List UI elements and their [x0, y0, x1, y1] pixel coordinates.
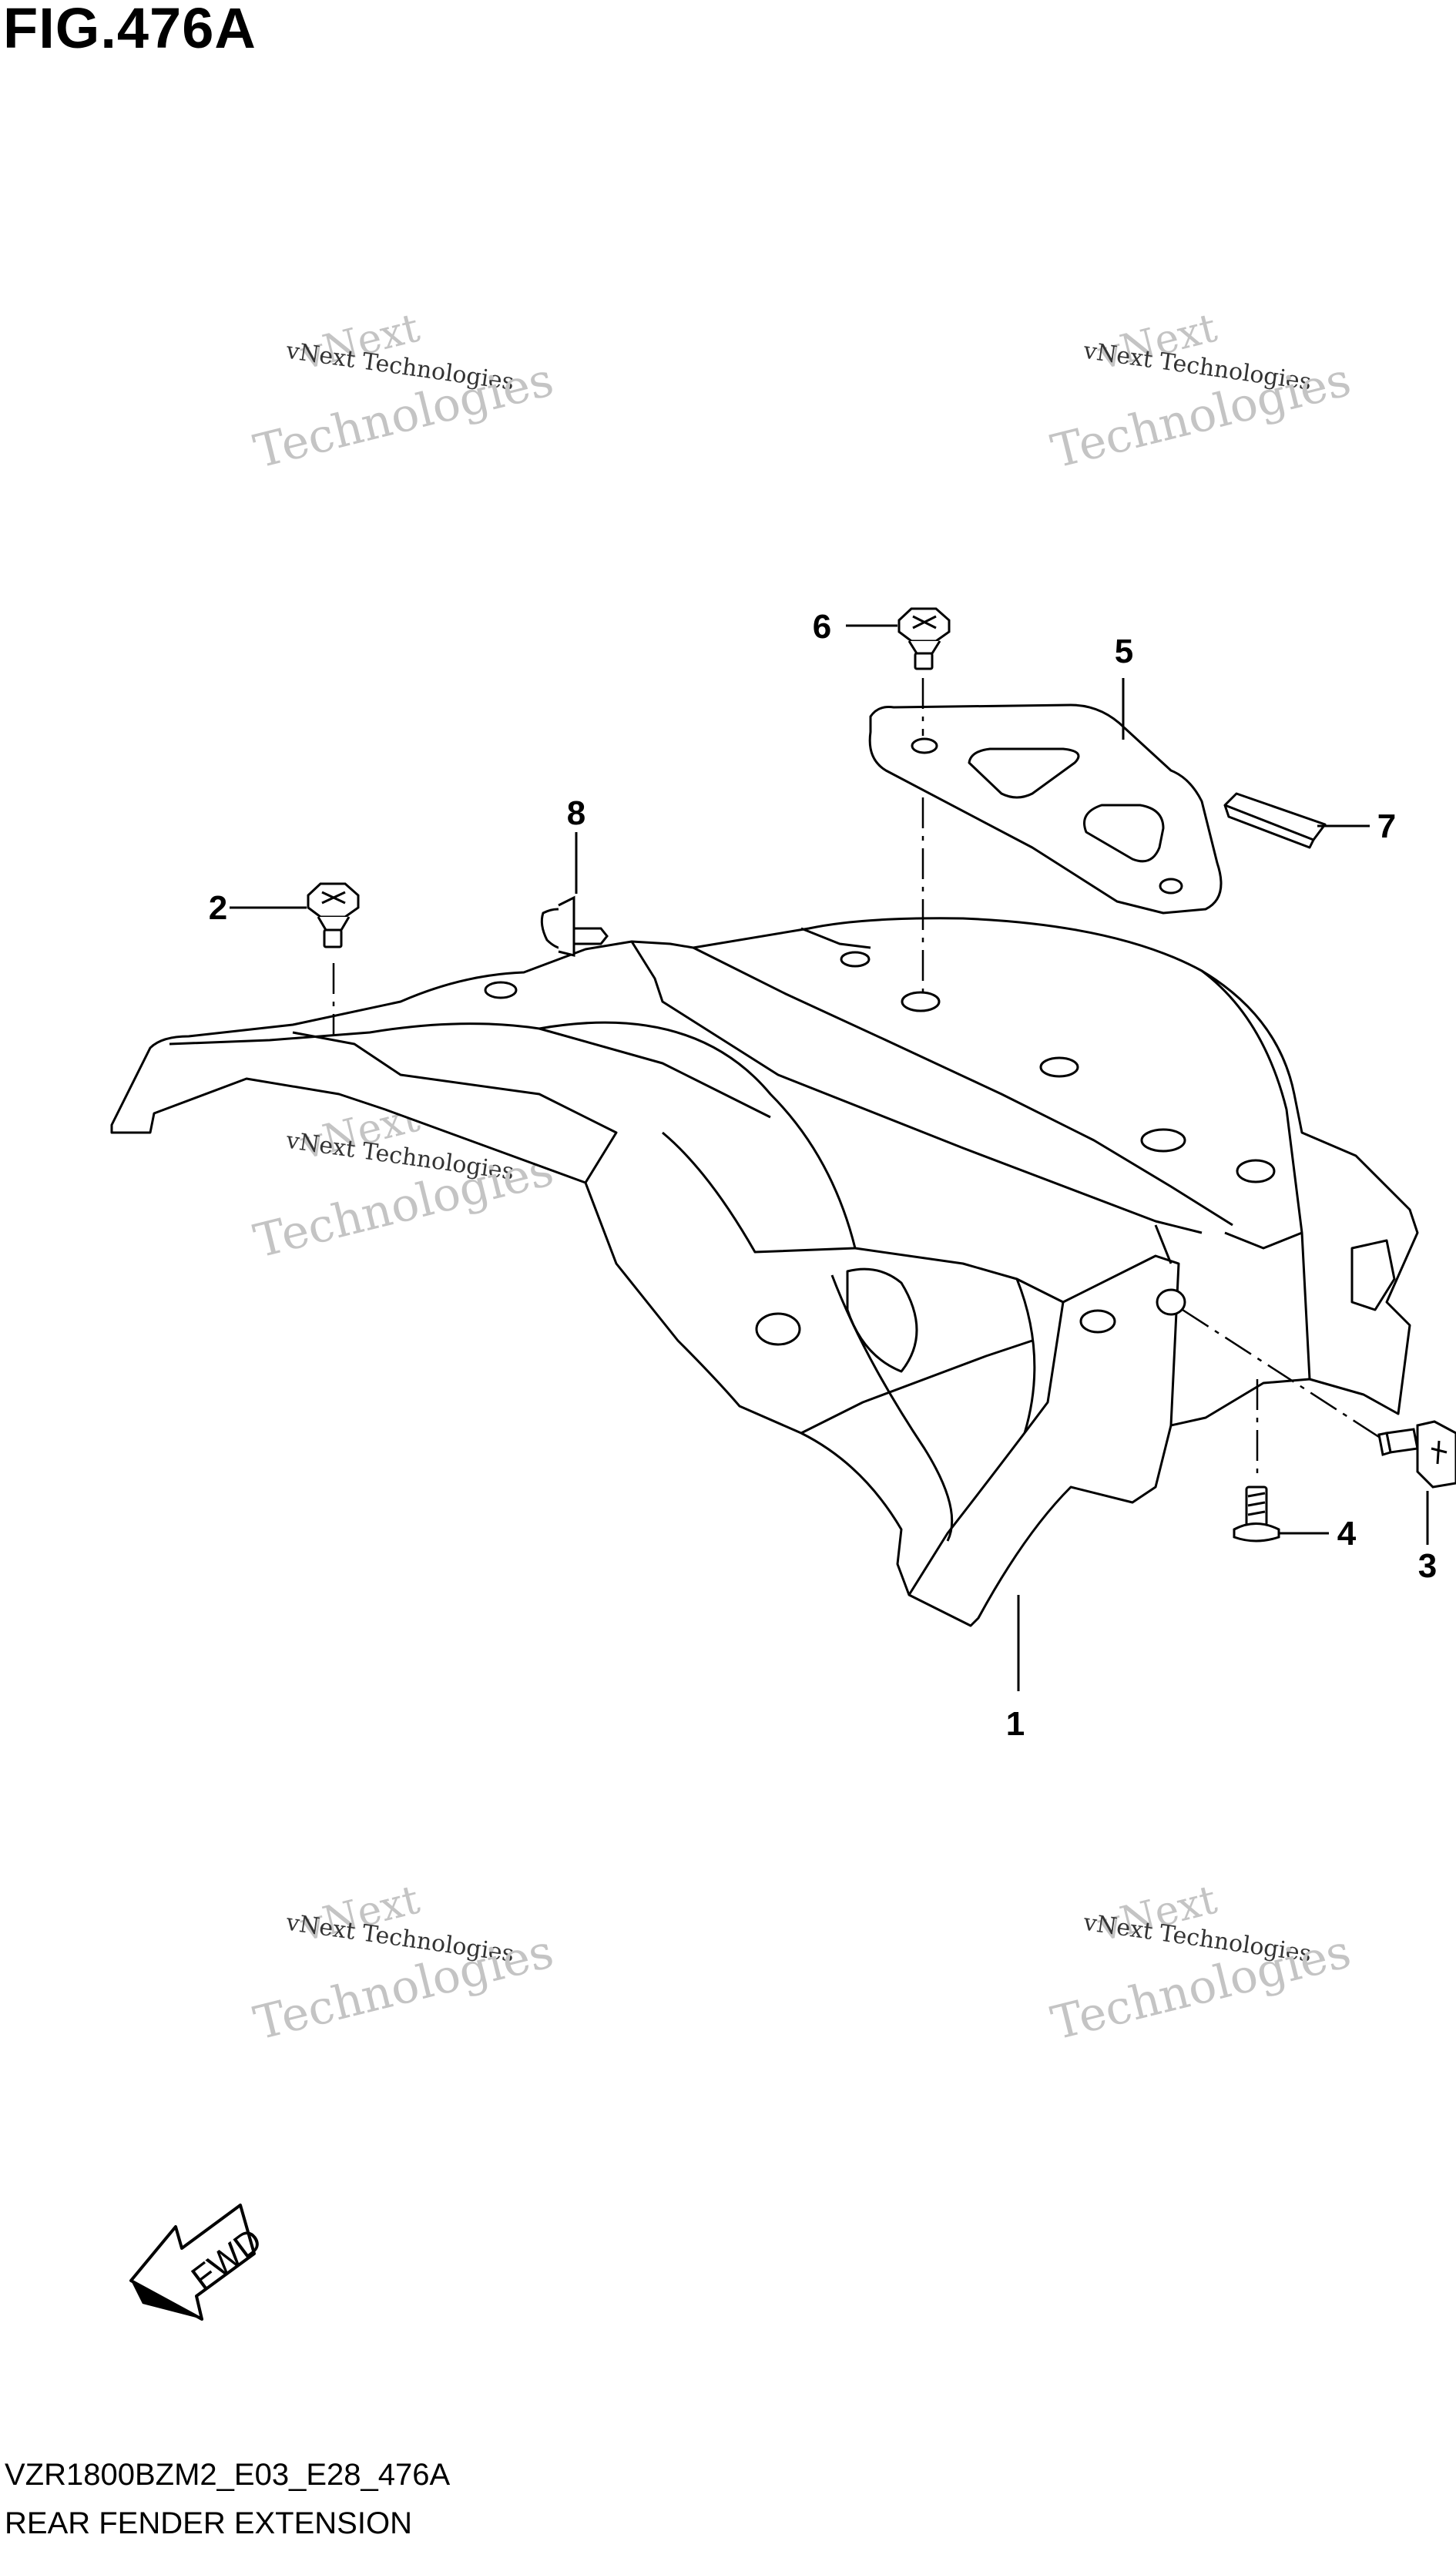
watermark: vNext vNext Technologies Technologies [249, 305, 559, 479]
rear-fender-extension-part [110, 917, 1419, 1627]
callout-6: 6 [813, 608, 831, 646]
callout-7: 7 [1377, 807, 1396, 845]
callout-5: 5 [1115, 633, 1133, 670]
screw-part-3 [1377, 1420, 1456, 1489]
screw-part-4 [1233, 1485, 1280, 1543]
watermark: vNext vNext Technologies Technologies [1046, 1877, 1356, 2051]
callout-2: 2 [209, 889, 227, 927]
model-code: VZR1800BZM2_E03_E28_476A [5, 2458, 451, 2492]
assembly-centerlines [332, 678, 1380, 1479]
callout-1: 1 [1006, 1705, 1025, 1743]
bracket-plate-part [868, 703, 1223, 915]
leader-lines [230, 624, 1429, 1691]
callout-8: 8 [567, 794, 585, 832]
grommet-part-8 [540, 895, 609, 957]
callout-3: 3 [1418, 1547, 1437, 1585]
pad-part [1223, 792, 1327, 849]
fwd-direction-arrow: FWD [129, 2204, 269, 2321]
figure-name: REAR FENDER EXTENSION [5, 2506, 412, 2540]
callout-4: 4 [1337, 1515, 1357, 1553]
watermark: vNext vNext Technologies Technologies [1046, 305, 1356, 479]
watermark: vNext vNext Technologies Technologies [249, 1877, 559, 2051]
screw-part-6 [897, 607, 951, 670]
screw-part-2 [307, 882, 360, 948]
figure-title: FIG.476A [3, 0, 257, 60]
